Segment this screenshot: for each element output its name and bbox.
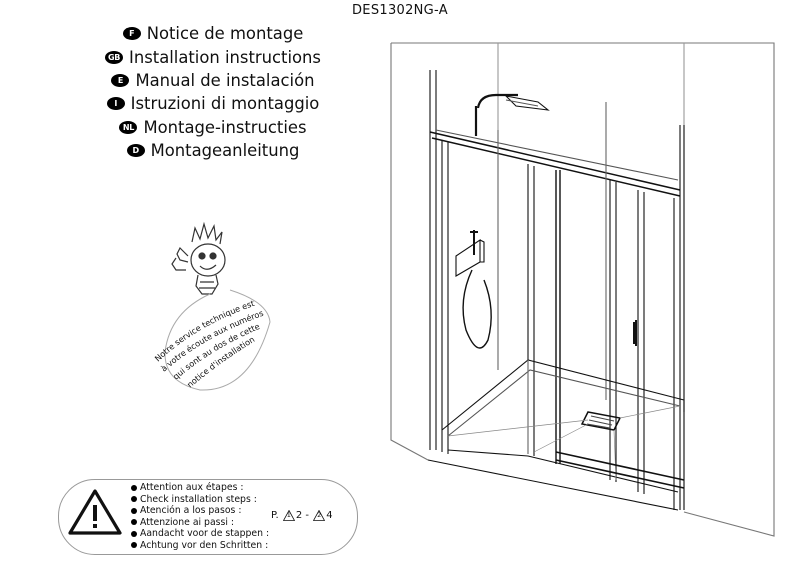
- mascot-icon: [164, 221, 271, 391]
- step-line: Atención a los pasos :: [131, 505, 269, 517]
- steps-notice: Attention aux étapes : Check installatio…: [58, 479, 358, 555]
- bullet-icon: [131, 519, 137, 526]
- language-badge-nl: NL: [119, 120, 138, 134]
- language-title-gb: Installation instructions: [129, 47, 321, 67]
- language-title-fr: Notice de montage: [146, 24, 304, 44]
- warning-icon: [68, 489, 122, 535]
- page-number: 2: [295, 510, 303, 521]
- language-title-nl: Montage-instructies: [143, 117, 307, 137]
- step-text: Check installation steps :: [140, 493, 257, 505]
- step-number: 2: [317, 511, 322, 519]
- support-mascot: Notre service technique est à votre écou…: [153, 221, 271, 391]
- document-reference: DES1302NG-A: [352, 3, 448, 18]
- step-line: Check installation steps :: [131, 494, 269, 506]
- step-triangle-icon: 1: [282, 510, 295, 521]
- page-separator: -: [305, 510, 310, 521]
- language-item-es: E Manual de instalación: [82, 69, 344, 92]
- step-text: Attention aux étapes :: [140, 482, 244, 494]
- language-item-gb: GB Installation instructions: [82, 45, 344, 68]
- step-text: Atención a los pasos :: [140, 505, 242, 517]
- step-line: Aandacht voor de stappen :: [131, 528, 269, 540]
- step-text: Achtung vor den Schritten :: [140, 539, 269, 551]
- language-item-fr: F Notice de montage: [82, 22, 344, 45]
- steps-pages: P. 1 2 - 2 4: [271, 510, 333, 521]
- language-list: F Notice de montage GB Installation inst…: [82, 22, 344, 162]
- bullet-icon: [131, 484, 137, 491]
- pages-prefix: P.: [271, 510, 279, 521]
- step-line: Attention aux étapes :: [131, 482, 269, 494]
- language-badge-fr: F: [122, 27, 141, 41]
- language-item-it: I Istruzioni di montaggio: [82, 92, 344, 115]
- bullet-icon: [131, 542, 137, 549]
- step-text: Attenzione ai passi :: [140, 516, 235, 528]
- step-line: Attenzione ai passi :: [131, 517, 269, 529]
- bullet-icon: [131, 530, 137, 537]
- language-title-es: Manual de instalación: [135, 70, 315, 90]
- step-line: Achtung vor den Schritten :: [131, 540, 269, 552]
- bullet-icon: [131, 496, 137, 503]
- steps-list: Attention aux étapes : Check installatio…: [131, 482, 269, 551]
- language-badge-de: D: [126, 144, 145, 158]
- language-badge-it: I: [106, 97, 125, 111]
- language-item-nl: NL Montage-instructies: [82, 116, 344, 139]
- shower-door-drawing: [390, 42, 775, 537]
- language-item-de: D Montageanleitung: [82, 139, 344, 162]
- bullet-icon: [131, 507, 137, 514]
- step-text: Aandacht voor de stappen :: [140, 528, 270, 540]
- page-number: 4: [326, 510, 333, 521]
- step-number: 1: [286, 511, 291, 519]
- language-title-it: Istruzioni di montaggio: [130, 94, 320, 114]
- language-badge-es: E: [111, 73, 130, 87]
- language-title-de: Montageanleitung: [150, 141, 300, 161]
- step-triangle-icon: 2: [313, 510, 326, 521]
- language-badge-gb: GB: [105, 50, 123, 64]
